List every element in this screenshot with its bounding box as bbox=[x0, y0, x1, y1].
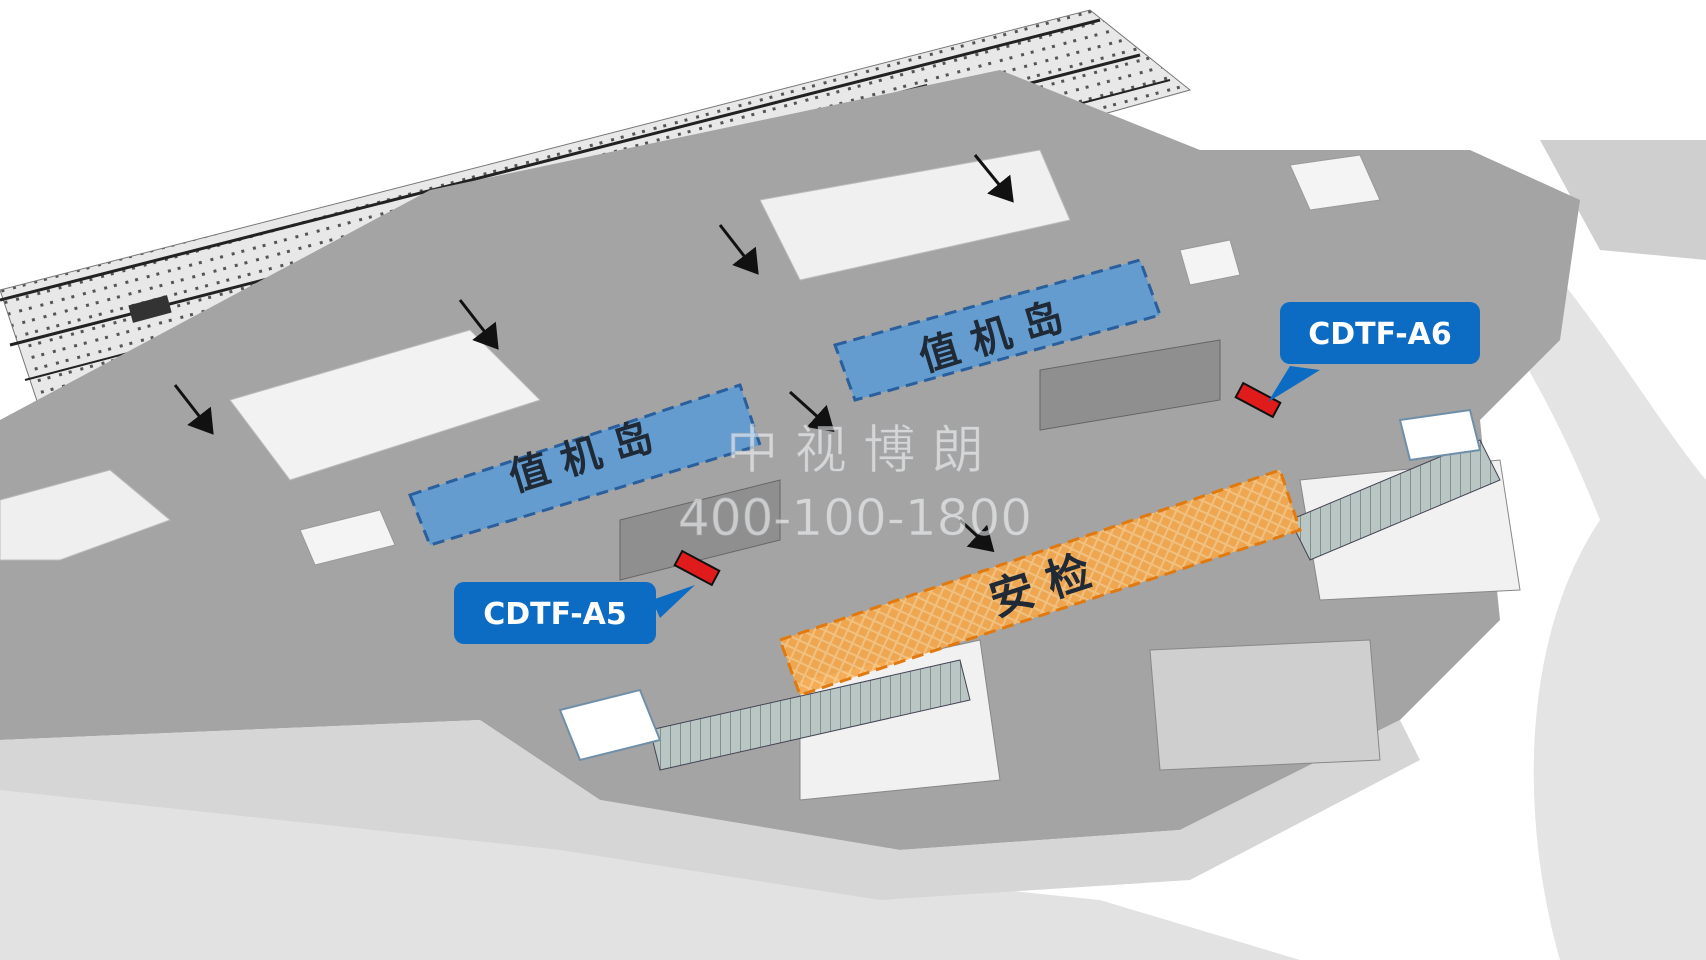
flow-arrow bbox=[973, 154, 1014, 203]
ad-marker-a6[interactable] bbox=[1234, 381, 1282, 419]
lower-atrium bbox=[558, 408, 1521, 801]
watermark-line2: 400-100-1800 bbox=[678, 489, 1032, 547]
callout-cdtf-a6-label: CDTF-A6 bbox=[1308, 317, 1452, 352]
watermark-line1: 中 视 博 朗 bbox=[726, 421, 984, 481]
flow-arrow bbox=[788, 390, 835, 433]
flow-arrow bbox=[958, 518, 995, 553]
callout-cdtf-a5-label: CDTF-A5 bbox=[483, 597, 627, 632]
building-blocks bbox=[0, 149, 1381, 581]
flow-arrow bbox=[458, 299, 499, 350]
callout-cdtf-a6[interactable]: CDTF-A6 bbox=[1268, 302, 1480, 402]
flow-arrow bbox=[173, 384, 214, 435]
flow-arrows bbox=[173, 154, 1014, 553]
callout-cdtf-a5[interactable]: CDTF-A5 bbox=[454, 582, 695, 644]
watermark: 中 视 博 朗 400-100-1800 bbox=[677, 421, 1032, 548]
ad-marker-a5[interactable] bbox=[673, 549, 721, 587]
flow-arrow bbox=[718, 224, 759, 275]
